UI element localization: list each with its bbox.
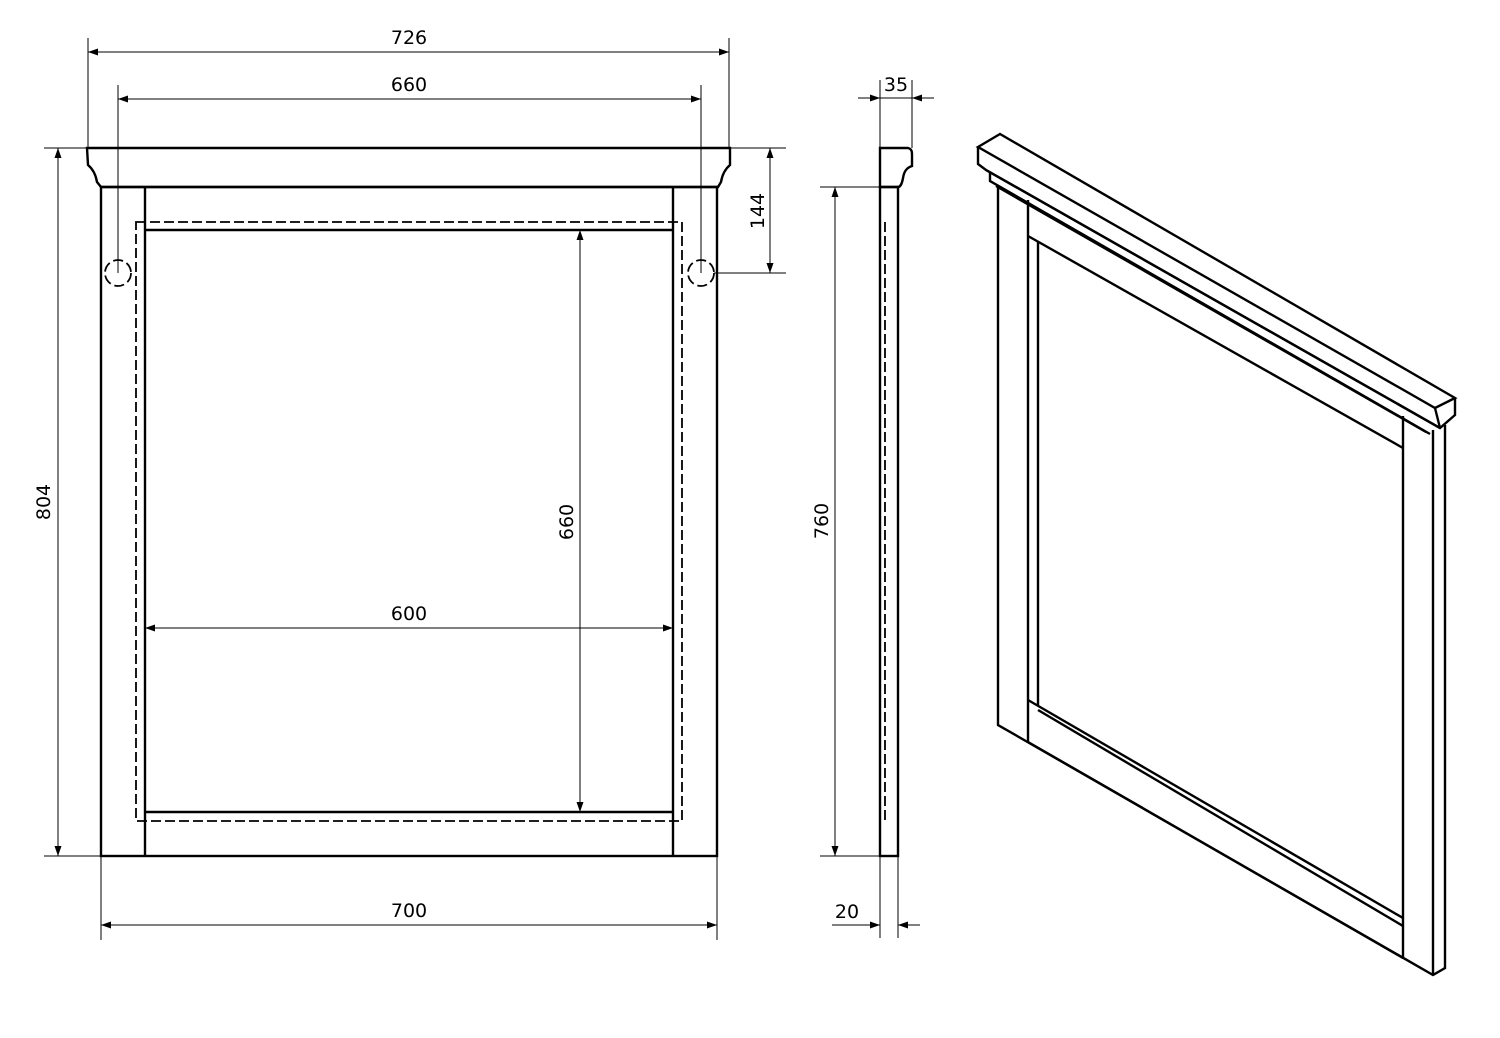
iso-cornice-end	[1433, 407, 1442, 429]
iso-cornice-top	[975, 132, 1458, 410]
iso-bottom-rail-edge	[1027, 698, 1404, 920]
dim-cornice-depth: 35	[884, 74, 908, 96]
dim-mirror-height: 660	[556, 504, 578, 540]
side-cornice	[878, 146, 914, 189]
iso-cornice-molding	[988, 172, 1431, 436]
front-view: 726 660 144 804 660 600 700	[33, 27, 786, 940]
dim-overall-height: 804	[33, 484, 55, 520]
dim-overall-width-top: 726	[391, 27, 427, 49]
side-view: 35 760 20	[811, 74, 934, 938]
iso-panel-bottom	[1037, 708, 1404, 928]
iso-cornice-molding	[995, 184, 1427, 434]
frame-outline	[99, 185, 719, 858]
isometric-view	[975, 132, 1458, 977]
mirror-glass-hidden-outline	[135, 221, 683, 822]
dim-hole-spacing: 660	[391, 74, 427, 96]
dim-frame-height: 760	[811, 503, 833, 539]
iso-bottom-edge	[1027, 740, 1404, 960]
dim-frame-width: 700	[391, 900, 427, 922]
dim-mirror-width: 600	[391, 603, 427, 625]
iso-top-rail-edge	[1027, 234, 1404, 450]
iso-cornice-edge	[985, 168, 1441, 430]
dim-frame-depth: 20	[835, 901, 859, 923]
cornice	[85, 146, 732, 189]
dim-hole-drop: 144	[747, 193, 769, 229]
side-frame	[878, 185, 900, 858]
